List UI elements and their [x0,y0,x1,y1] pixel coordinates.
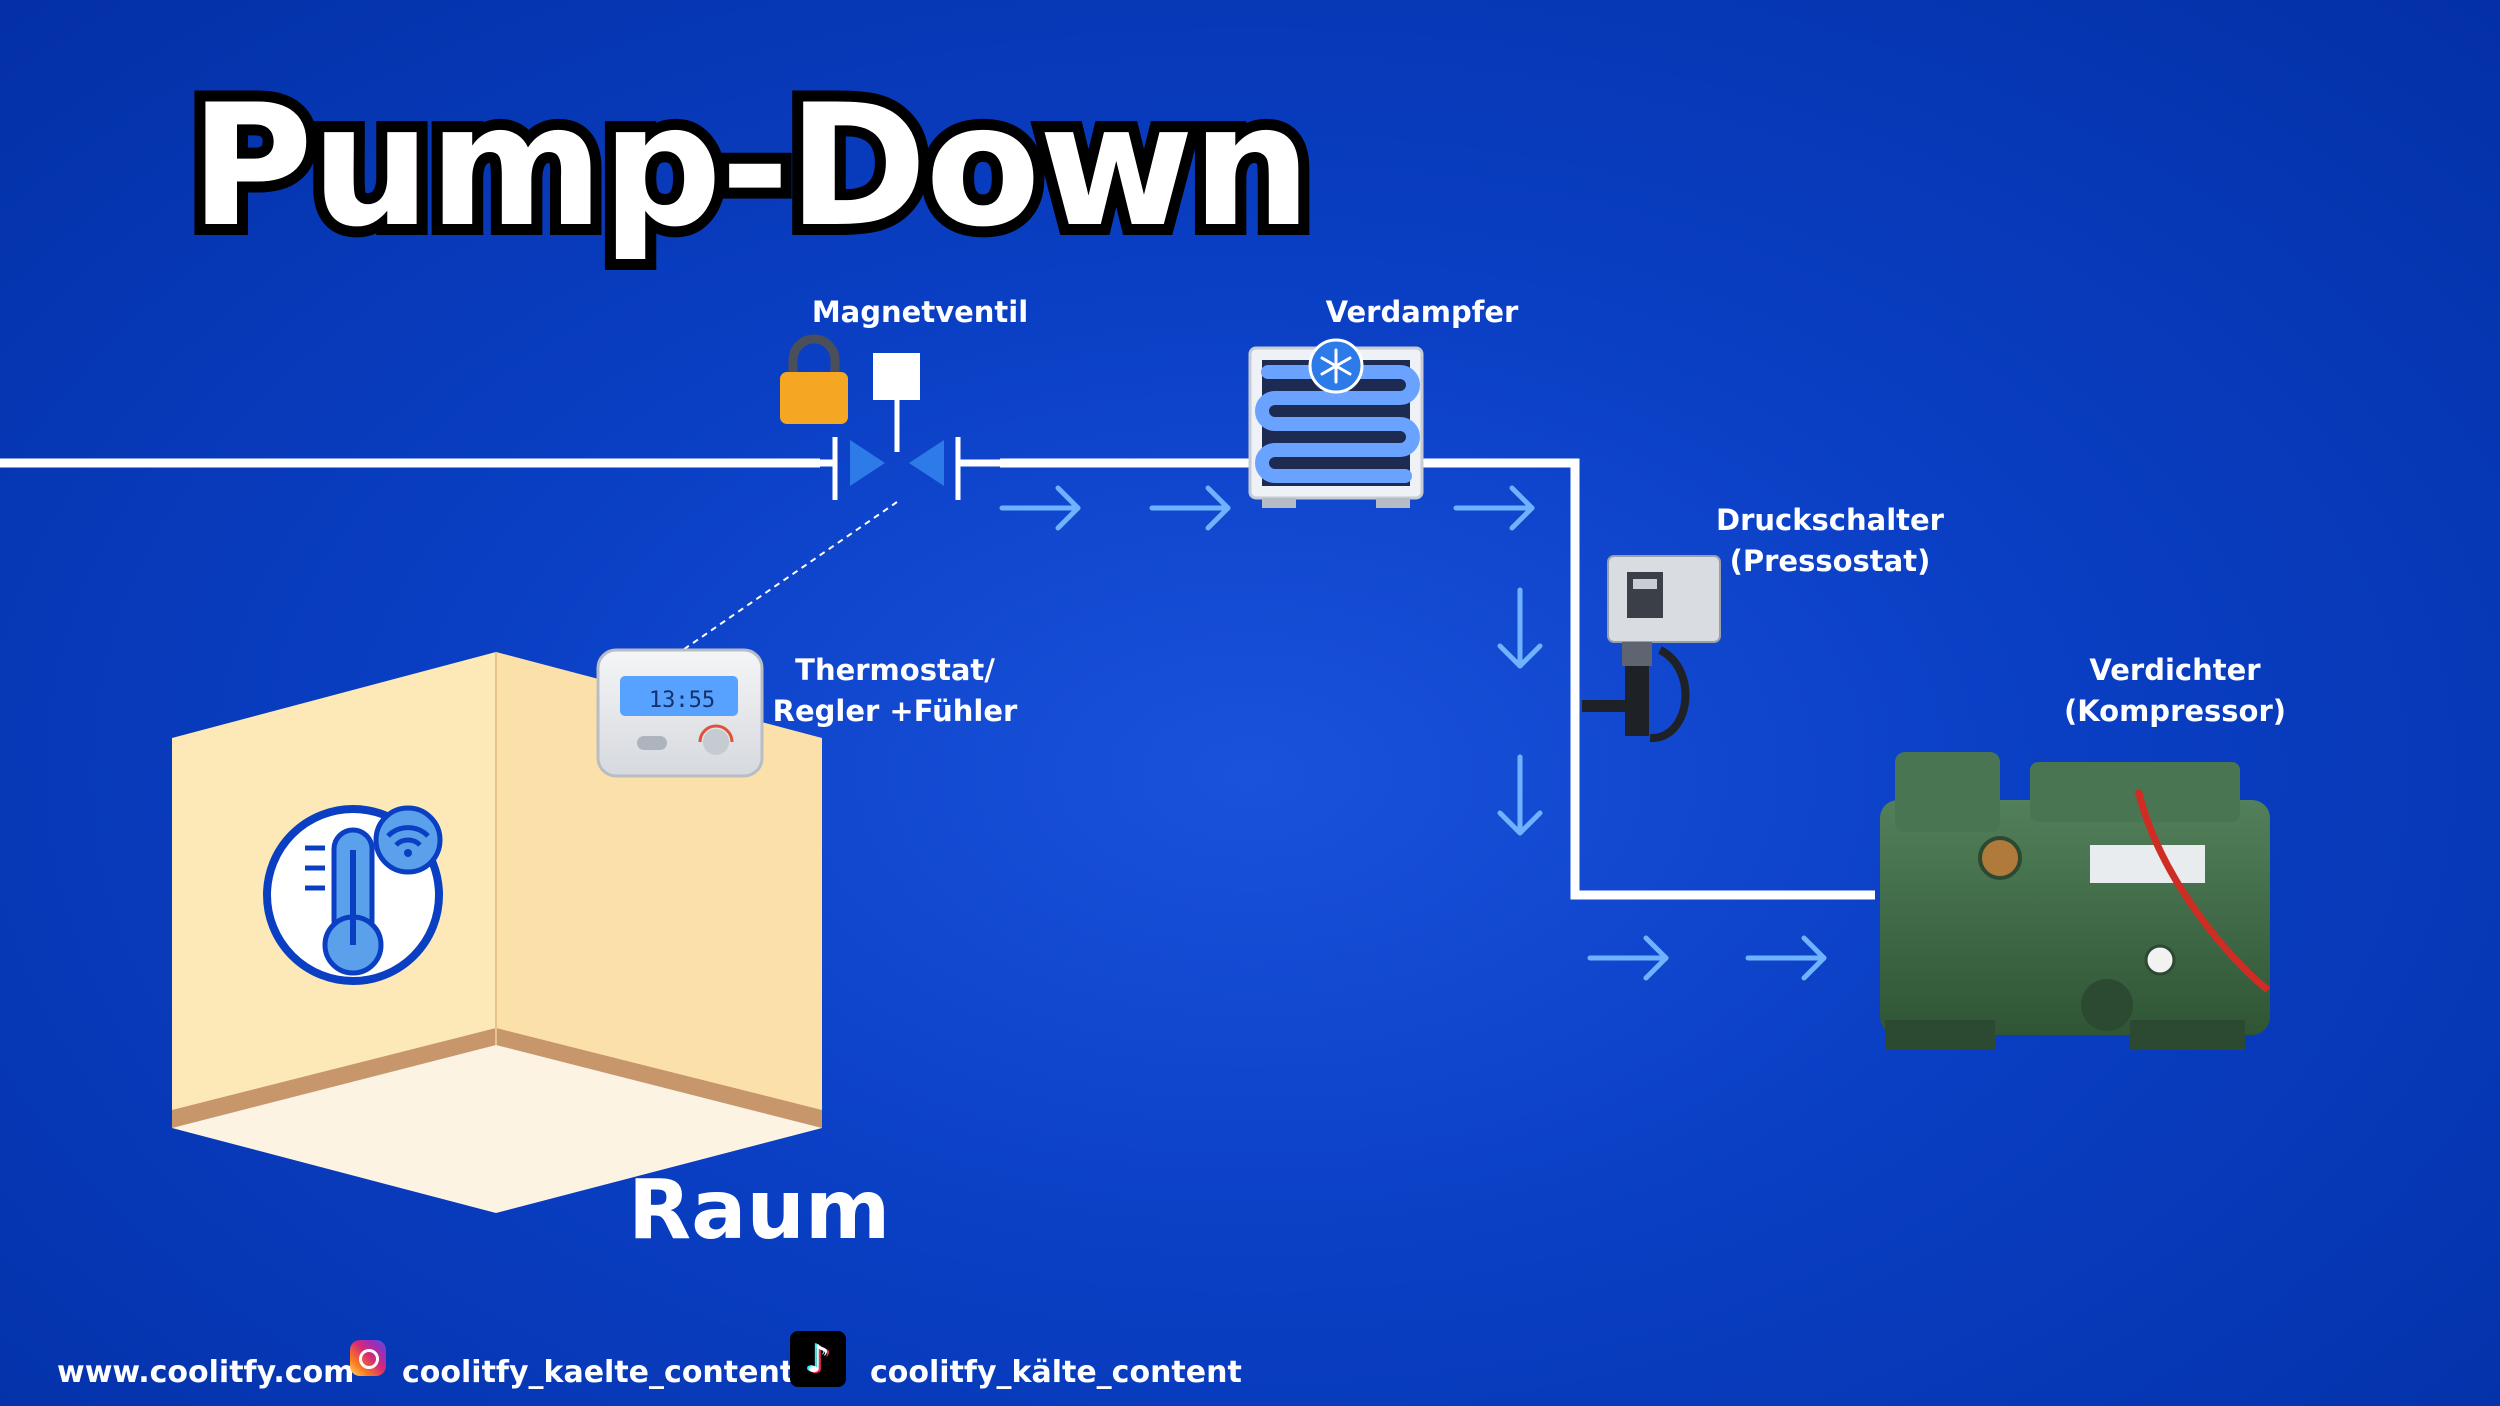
flow-arrow [1587,935,1669,981]
label-magnetventil: Magnetventil [811,295,1029,329]
tiktok-icon[interactable]: ♪ [790,1331,846,1387]
label-druckschalter: Druckschalter (Pressostat) [1716,503,1944,578]
label-thermostat: Thermostat/ Regler +Fühler [772,653,1018,728]
page-title: Pump-Down [179,68,1322,264]
footer-tiktok[interactable]: coolitfy_kälte_content [870,1355,1242,1390]
thermostat-display: 13:55 [649,688,715,713]
thermostat-device [596,648,764,778]
flow-arrows [999,485,1827,981]
flow-arrow [1149,485,1231,531]
flow-arrow [1453,485,1535,531]
compressor [1880,752,2271,1050]
instagram-icon[interactable] [350,1340,386,1376]
label-verdampfer: Verdampfer [1325,295,1519,329]
pressure-switch [1582,555,1721,743]
solenoid-valve [679,353,1000,653]
flow-arrow [1497,587,1543,669]
label-verdichter: Verdichter (Kompressor) [2063,653,2287,728]
flow-arrow [1497,754,1543,836]
flow-arrow [1745,935,1827,981]
flow-arrow [999,485,1081,531]
evaporator [1248,338,1424,508]
footer-website[interactable]: www.coolitfy.com [57,1355,355,1390]
refrigerant-pipe [0,458,1875,900]
wifi-icon [373,805,443,875]
footer-instagram[interactable]: coolitfy_kaelte_content [402,1355,795,1390]
lock-icon [780,334,848,424]
snowflake-icon [1308,338,1364,394]
room-label: Raum [628,1163,891,1258]
